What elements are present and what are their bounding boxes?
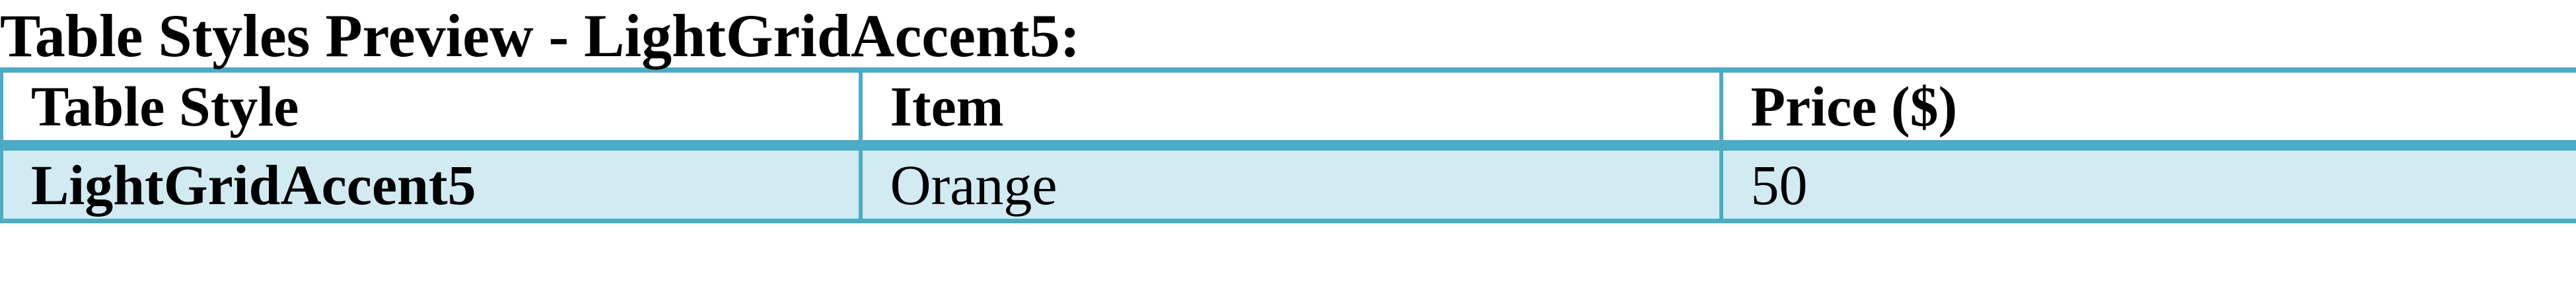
column-header-item: Item [858,70,1721,145]
page-title: Table Styles Preview - LightGridAccent5: [0,2,1081,69]
table-style-preview: Table Style Item Price ($) LightGridAcce… [0,67,2576,223]
column-header-table-style: Table Style [1,70,861,145]
cell-price: 50 [1719,145,2576,221]
cell-item: Orange [858,145,1721,221]
table-header-row: Table Style Item Price ($) [1,70,2576,145]
table-row: LightGridAccent5 Orange 50 [1,145,2576,221]
cell-table-style: LightGridAccent5 [1,145,861,221]
column-header-price: Price ($) [1719,70,2576,145]
